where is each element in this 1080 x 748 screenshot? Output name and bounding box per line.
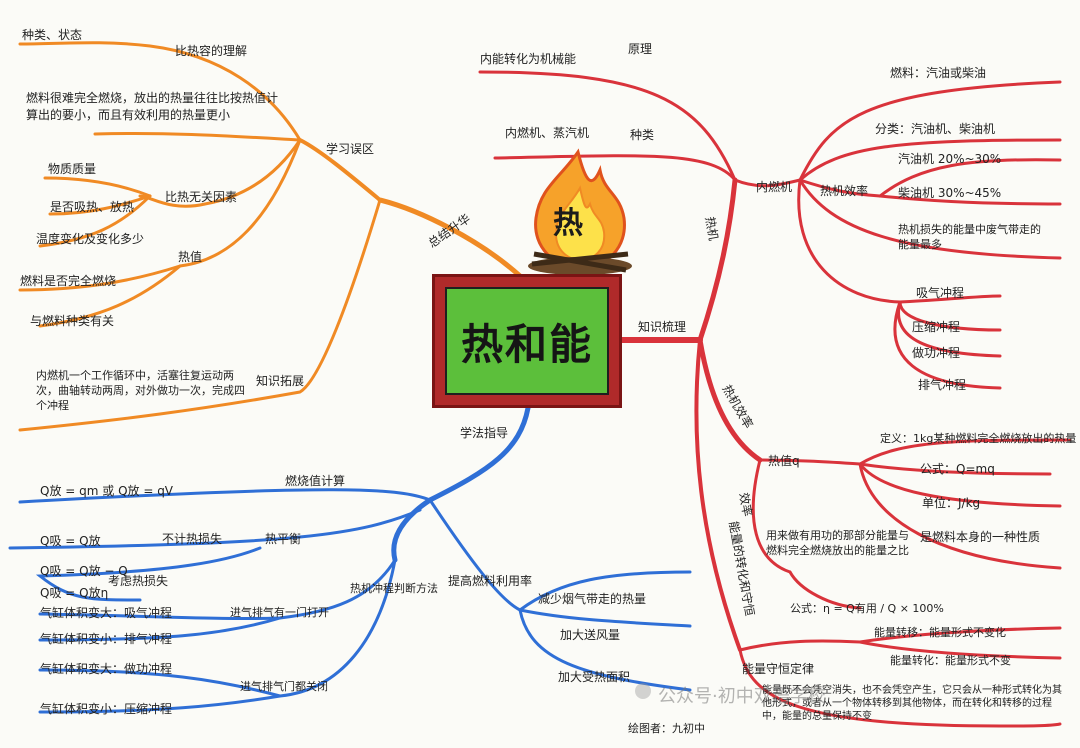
label-exchange: Q吸 = Q放 bbox=[40, 534, 101, 548]
label-ice: 内燃机 bbox=[756, 180, 793, 194]
label-eff-text: 用来做有用功的那部分能量与燃料完全燃烧放出的能量之比 bbox=[766, 529, 909, 557]
label-knowledge: 知识梳理 bbox=[638, 320, 687, 334]
label-review: 学习误区 bbox=[326, 142, 375, 156]
label-fuel-note: 燃料很难完全燃烧，放出的热量往往比按热值计算出的要小，而且有效利用的热量更小 bbox=[26, 91, 279, 122]
watermark: 公众号·初中双语学校 bbox=[658, 686, 826, 707]
label-law-text: 能量既不会凭空消失，也不会凭空产生，它只会从一种形式转化为其他形式，或者从一个物… bbox=[762, 685, 1062, 722]
fire-char: 热 bbox=[553, 206, 583, 241]
label-formula: 公式：Q=mq bbox=[920, 462, 995, 476]
label-power-row: 气缸体积变大：做功冲程 bbox=[40, 662, 173, 676]
label-transfer: 能量转移：能量形式不变化 bbox=[874, 626, 1006, 639]
label-consider-loss: 考虑热损失 bbox=[108, 574, 169, 588]
label-principle: 原理 bbox=[628, 42, 653, 56]
label-exhaust-row: 气缸体积变小：排气冲程 bbox=[40, 632, 173, 646]
red-branches bbox=[478, 70, 1072, 728]
label-stroke-judge: 热机冲程判断方法 bbox=[350, 582, 438, 595]
label-compress-row: 气缸体积变小：压缩冲程 bbox=[40, 702, 173, 716]
blue-branches bbox=[8, 405, 692, 714]
label-intake-row: 气缸体积变大：吸气冲程 bbox=[40, 606, 173, 620]
label-valve-closed: 进气排气门都关闭 bbox=[240, 680, 328, 693]
label-temperature: 温度变化及变化多少 bbox=[36, 232, 145, 246]
label-kinds-text: 内燃机、蒸汽机 bbox=[505, 126, 590, 140]
label-calorific: 热值q bbox=[768, 454, 800, 468]
label-principle-text: 内能转化为机械能 bbox=[480, 52, 577, 66]
label-efficiency: 热机效率 bbox=[820, 184, 869, 198]
label-capacity-error: 比热容的理解 bbox=[175, 44, 248, 58]
label-unit: 单位：J/kg bbox=[922, 496, 981, 510]
label-air: 加大送风量 bbox=[560, 628, 621, 642]
label-convert: 能量转化：能量形式不变 bbox=[890, 654, 1011, 667]
label-valve-open: 进气排气有一门打开 bbox=[230, 606, 329, 619]
label-intake: 吸气冲程 bbox=[916, 286, 965, 300]
label-no-loss: 不计热损失 bbox=[162, 532, 223, 546]
label-conserve-law: 能量守恒定律 bbox=[742, 662, 815, 676]
label-calc-formula: Q放 = qm 或 Q放 = qV bbox=[40, 484, 174, 498]
wechat-icon bbox=[635, 683, 651, 699]
label-eff-formula: 公式：η = Q有用 / Q × 100% bbox=[790, 602, 944, 615]
label-classify: 分类：汽油机、柴油机 bbox=[875, 122, 996, 136]
label-loss: 热机损失的能量中废气带走的能量最多 bbox=[898, 223, 1041, 251]
label-power: 做功冲程 bbox=[912, 346, 961, 360]
label-method: 学法指导 bbox=[460, 426, 509, 440]
label-gasoline-eff: 汽油机 20%~30% bbox=[898, 152, 1002, 166]
label-heat-value: 热值 bbox=[178, 250, 203, 264]
label-kinds: 种类 bbox=[630, 128, 655, 142]
label-fuel: 燃料：汽油或柴油 bbox=[890, 66, 987, 80]
label-exhaust: 排气冲程 bbox=[918, 378, 967, 392]
label-q-abs: Q吸 = Q放 − Q bbox=[40, 564, 128, 578]
label-calc: 燃烧值计算 bbox=[285, 474, 346, 488]
central-topic-inner: 热和能 bbox=[445, 287, 609, 395]
label-q-eta: Q吸 = Q放η bbox=[40, 586, 109, 600]
label-mass: 物质质量 bbox=[48, 162, 97, 176]
orange-branches bbox=[18, 41, 523, 432]
label-absorb-release: 是否吸热、放热 bbox=[50, 200, 135, 214]
label-kind-state: 种类、状态 bbox=[22, 28, 83, 42]
central-topic: 热和能 bbox=[432, 274, 622, 408]
central-title: 热和能 bbox=[460, 319, 593, 369]
label-burn-full: 燃料是否完全燃烧 bbox=[20, 274, 117, 288]
label-definition: 定义：1kg某种燃料完全燃烧放出的热量 bbox=[880, 432, 1077, 445]
label-engine-note: 内燃机一个工作循环中，活塞往复运动两次，曲轴转动两周，对外做功一次，完成四个冲程 bbox=[36, 369, 245, 412]
fire-icon bbox=[528, 148, 632, 275]
label-credit: 绘图者：九初中 bbox=[628, 722, 705, 735]
label-property: 是燃料本身的一种性质 bbox=[920, 530, 1041, 544]
label-expand: 知识拓展 bbox=[256, 374, 305, 388]
label-heat-balance: 热平衡 bbox=[265, 532, 302, 546]
label-capacity-factor: 比热无关因素 bbox=[165, 190, 238, 204]
label-fuel-kind: 与燃料种类有关 bbox=[30, 314, 115, 328]
label-diesel-eff: 柴油机 30%~45% bbox=[898, 186, 1002, 200]
label-reduce-loss: 减少烟气带走的热量 bbox=[538, 592, 647, 606]
label-compression: 压缩冲程 bbox=[912, 320, 961, 334]
label-area: 加大受热面积 bbox=[558, 670, 631, 684]
label-improve: 提高燃料利用率 bbox=[448, 574, 533, 588]
